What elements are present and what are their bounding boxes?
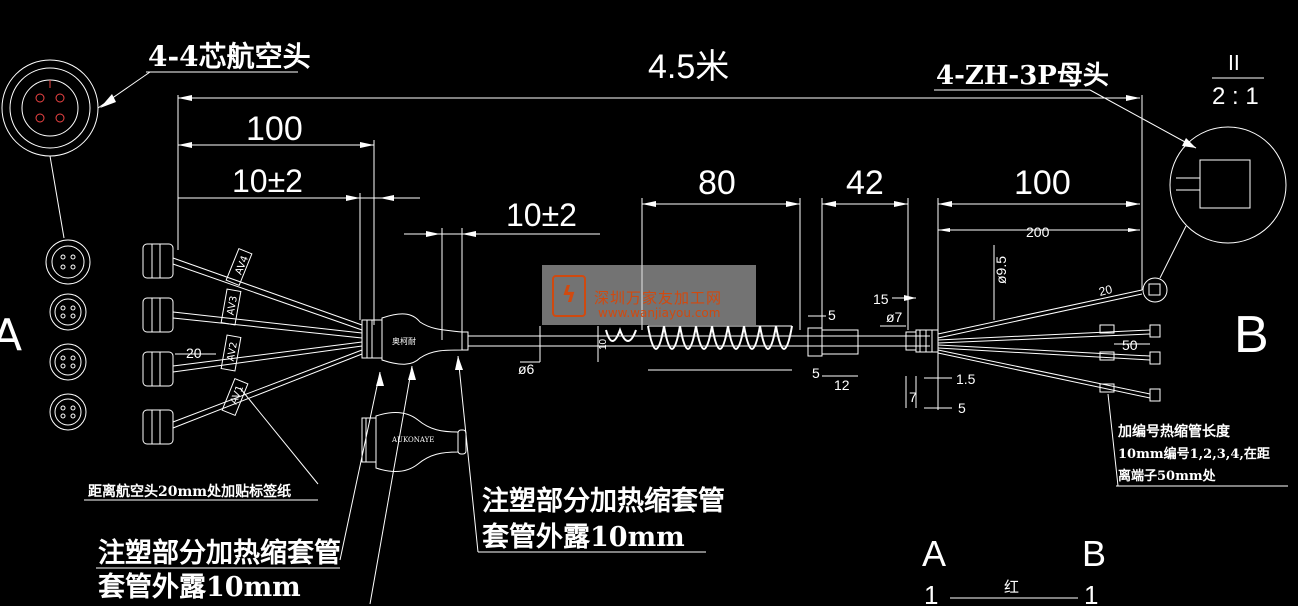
tag-av4: AV4 [225, 247, 253, 287]
plug-3 [142, 351, 174, 387]
scale-mark: II [1228, 51, 1240, 75]
tag-av2: AV2 [220, 334, 242, 372]
watermark-logo-icon: ϟ [552, 275, 586, 317]
watermark-title: 深圳万家友加工网 [594, 289, 723, 307]
plug-2 [142, 297, 174, 333]
dim-phi6: ø6 [518, 361, 535, 377]
section-a-num: 1 [924, 580, 938, 606]
dim-10pm2-left: 10±2 [232, 163, 303, 199]
overmold-side-view: AUKONAYE [361, 412, 467, 472]
svg-text:AV2: AV2 [226, 341, 240, 362]
header-detail-circle [1169, 126, 1287, 244]
dim-15b: 1.5 [956, 371, 976, 387]
connector-face-1 [45, 239, 91, 285]
overmold-note-2-line1: 注塑部分加热缩套管 [482, 485, 725, 517]
dim-42: 42 [846, 164, 884, 202]
female-header-title: 4-ZH-3P母头 [936, 61, 1109, 91]
dim-7: 7 [909, 389, 917, 405]
view-b-right: B [1234, 306, 1269, 364]
scale-ratio: 2 : 1 [1212, 83, 1259, 110]
heatshrink-note-1: 加编号热缩管长度 [1117, 423, 1231, 440]
section-a-label: A [922, 533, 946, 574]
overmold-note-2-line2: 套管外露10mm [482, 522, 685, 553]
dim-12: 12 [834, 377, 850, 393]
svg-text:奥柯耐: 奥柯耐 [392, 336, 416, 346]
dim-10: 10 [598, 338, 609, 350]
dim-100-left: 100 [246, 110, 303, 148]
svg-text:AV3: AV3 [226, 295, 240, 316]
dim-10pm2-mid: 10±2 [506, 197, 577, 233]
dim-5a: 5 [828, 307, 836, 323]
plug-1 [142, 243, 174, 279]
wire-color-red: 红 [1004, 578, 1019, 596]
sticker-note: 距离航空头20mm处加贴标签纸 [88, 483, 291, 500]
aviation-plug-title: 4-4芯航空头 [148, 40, 311, 73]
dim-20: 20 [186, 345, 202, 361]
svg-text:AV4: AV4 [234, 254, 251, 276]
plug-4 [142, 409, 174, 445]
dim-80: 80 [698, 164, 736, 202]
section-b-label: B [1082, 533, 1106, 574]
overmold-junction: 奥柯耐 [361, 313, 469, 365]
svg-text:AUKONAYE: AUKONAYE [391, 436, 434, 444]
overmold-note-1-line2: 套管外露10mm [98, 572, 301, 603]
tag-av3: AV3 [220, 288, 242, 326]
view-a-left: A [0, 310, 22, 361]
heatshrink-note-3: 离端子50mm处 [1118, 468, 1217, 484]
coiled-cable [600, 325, 800, 371]
connector-face-4 [49, 393, 87, 431]
overmold-note-1-line1: 注塑部分加热缩套管 [98, 537, 341, 569]
tag-av1: AV1 [221, 377, 249, 417]
dim-100-right: 100 [1014, 164, 1071, 202]
dim-phi95: ø9.5 [993, 256, 1009, 284]
connector-face-2 [49, 293, 87, 331]
heatshrink-note-2: 10mm编号1,2,3,4,在距 [1118, 446, 1270, 462]
dim-5b: 5 [812, 365, 820, 381]
dim-20b: 20 [1097, 282, 1114, 299]
aviation-plug-face [1, 59, 99, 157]
dim-200: 200 [1026, 224, 1050, 240]
dim-phi7: ø7 [886, 309, 903, 325]
total-length-label: 4.5米 [648, 48, 729, 86]
dim-50: 50 [1122, 337, 1138, 353]
watermark-url: www.wanjiayou.com [598, 306, 721, 320]
section-b-num: 1 [1084, 580, 1098, 606]
watermark-box: ϟ 深圳万家友加工网 www.wanjiayou.com [542, 265, 756, 325]
dim-5c: 5 [958, 400, 966, 416]
connector-face-3 [49, 343, 87, 381]
dim-15: 15 [873, 291, 889, 307]
